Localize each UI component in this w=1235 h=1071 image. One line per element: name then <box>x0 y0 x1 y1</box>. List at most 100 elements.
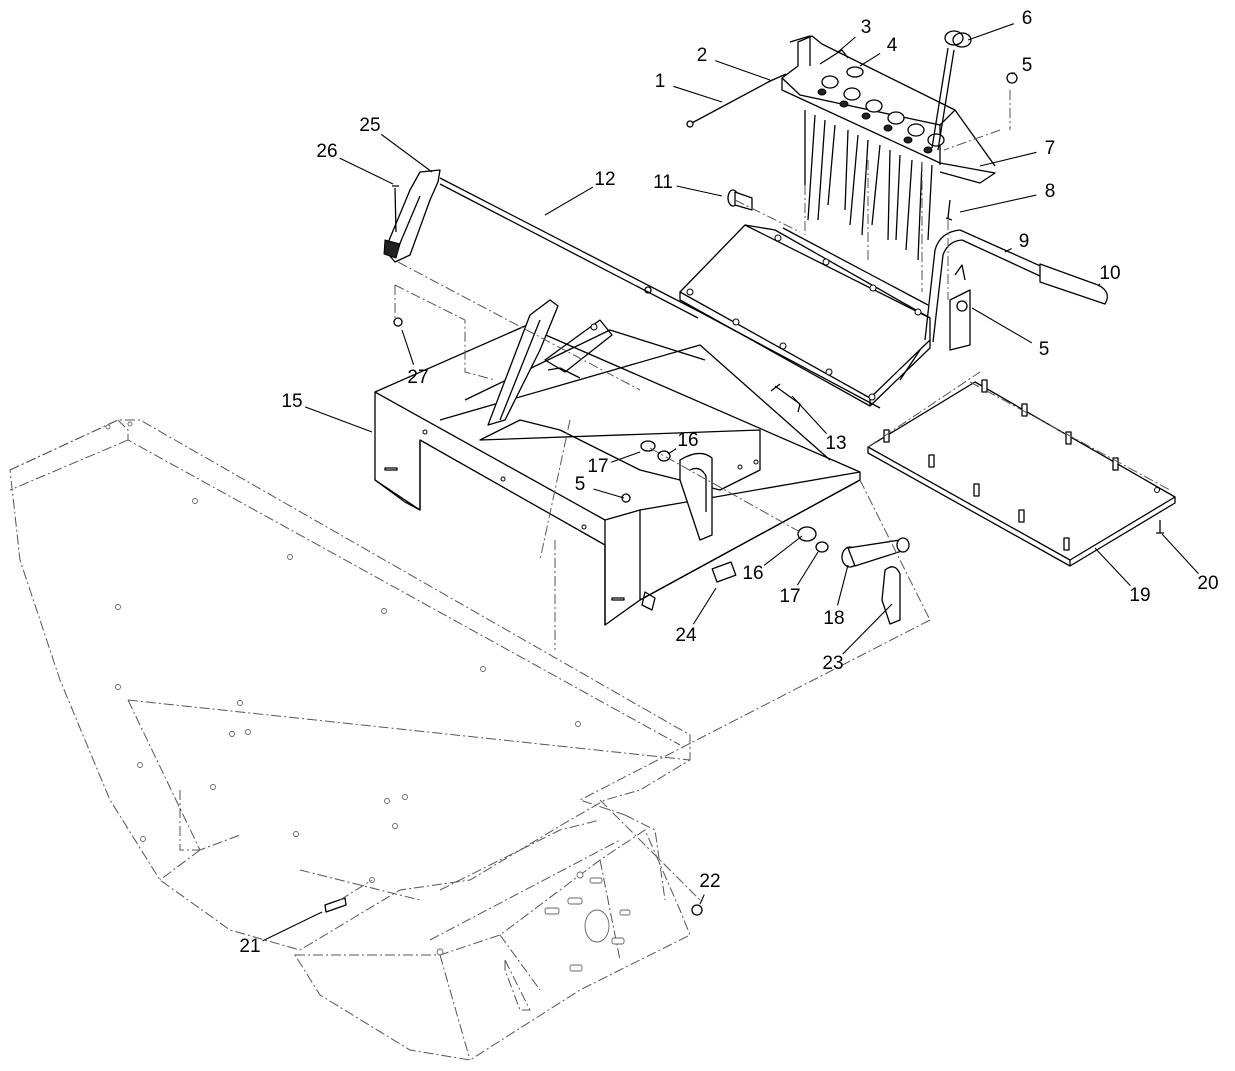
callout-label: 19 <box>1129 585 1150 606</box>
callout-leader <box>304 406 373 433</box>
callout-label: 25 <box>359 115 380 136</box>
callout-4: 4 <box>859 35 898 67</box>
assembly-lines <box>339 90 1171 901</box>
callout-leader <box>401 329 415 365</box>
callout-leader <box>667 448 677 455</box>
callout-17: 17 <box>779 551 819 607</box>
callout-23: 23 <box>822 603 893 674</box>
callout-label: 26 <box>316 141 337 162</box>
callout-10: 10 <box>1097 263 1121 287</box>
callout-8: 8 <box>959 181 1055 213</box>
callout-label: 12 <box>594 169 615 190</box>
callout-leader <box>967 23 1014 41</box>
callout-leader <box>1161 533 1199 575</box>
callout-27: 27 <box>401 329 429 388</box>
nut-22 <box>691 904 703 916</box>
callout-leader <box>1094 547 1131 587</box>
callout-leader <box>262 911 323 942</box>
nut-5-upper <box>1006 72 1018 84</box>
callout-label: 10 <box>1099 263 1120 284</box>
callout-label: 5 <box>1022 55 1033 76</box>
callout-5: 5 <box>971 307 1050 360</box>
callout-label: 13 <box>825 433 846 454</box>
callout-leader <box>971 307 1033 344</box>
callout-leader <box>692 587 717 625</box>
callout-leader <box>763 535 803 566</box>
callout-leader <box>610 451 641 463</box>
chute <box>679 224 931 409</box>
cable-and-pins <box>686 49 864 128</box>
callout-12: 12 <box>544 169 616 216</box>
hinge-rod <box>439 177 701 319</box>
callout-label: 11 <box>653 172 673 193</box>
callout-leader <box>339 157 394 185</box>
callout-leader <box>859 52 881 67</box>
callout-label: 4 <box>887 35 898 56</box>
callout-5: 5 <box>1011 55 1033 76</box>
callout-13: 13 <box>791 395 847 454</box>
callout-label: 5 <box>1039 339 1050 360</box>
callout-label: 2 <box>697 45 708 66</box>
callout-leader <box>842 603 893 655</box>
nut-5-handle <box>956 300 968 312</box>
callout-label: 21 <box>239 936 260 957</box>
callout-16: 16 <box>742 535 803 584</box>
tines <box>804 110 933 261</box>
mounting-plate <box>867 379 1176 567</box>
latch <box>383 169 441 263</box>
bolt-21 <box>324 897 347 913</box>
callout-label: 6 <box>1022 8 1033 29</box>
callout-leader <box>544 186 594 216</box>
tine-comb-bracket <box>781 35 996 261</box>
callout-3: 3 <box>837 17 872 53</box>
callout-label: 7 <box>1045 138 1056 159</box>
callout-25: 25 <box>359 115 433 173</box>
callout-15: 15 <box>281 391 373 433</box>
nut-27 <box>393 317 403 327</box>
lock-pin <box>931 30 972 151</box>
callout-label: 17 <box>587 456 608 477</box>
callout-leader <box>979 151 1037 167</box>
callout-16: 16 <box>667 430 699 455</box>
plate-studs <box>883 379 1160 551</box>
callout-leader <box>673 85 723 103</box>
screw-20 <box>1156 520 1164 534</box>
callout-label: 16 <box>742 563 763 584</box>
callout-leader <box>1097 283 1101 287</box>
callout-7: 7 <box>979 138 1056 167</box>
callout-leader <box>1011 72 1015 75</box>
callout-24: 24 <box>675 587 717 646</box>
callout-6: 6 <box>967 8 1033 41</box>
screw-8 <box>945 199 953 221</box>
callout-26: 26 <box>316 141 394 185</box>
callout-18: 18 <box>823 564 849 629</box>
callout-label: 23 <box>822 653 843 674</box>
callout-label: 15 <box>281 391 302 412</box>
callout-11: 11 <box>653 172 723 197</box>
callout-leader <box>593 488 625 499</box>
callout-label: 20 <box>1197 573 1218 594</box>
callout-label: 18 <box>823 608 844 629</box>
bolt-26 <box>392 185 399 233</box>
callout-label: 27 <box>407 367 428 388</box>
tine-clips <box>817 75 945 154</box>
callout-1: 1 <box>655 71 723 103</box>
hopper-phantom <box>9 419 691 1061</box>
drawer-pan <box>374 299 861 626</box>
callout-17: 17 <box>587 451 641 477</box>
callout-label: 3 <box>861 17 872 38</box>
callout-19: 19 <box>1094 547 1151 606</box>
handle-frame <box>924 229 1108 351</box>
callout-label: 5 <box>575 474 586 495</box>
callout-leader <box>676 185 723 197</box>
callout-label: 17 <box>779 586 800 607</box>
callout-20: 20 <box>1161 533 1219 594</box>
callout-9: 9 <box>1004 231 1030 253</box>
callout-label: 9 <box>1019 231 1030 252</box>
callout-leader <box>715 60 771 81</box>
callout-21: 21 <box>239 911 323 957</box>
callout-label: 22 <box>699 871 720 892</box>
callout-leader <box>380 133 433 173</box>
callout-leader <box>1004 248 1012 253</box>
